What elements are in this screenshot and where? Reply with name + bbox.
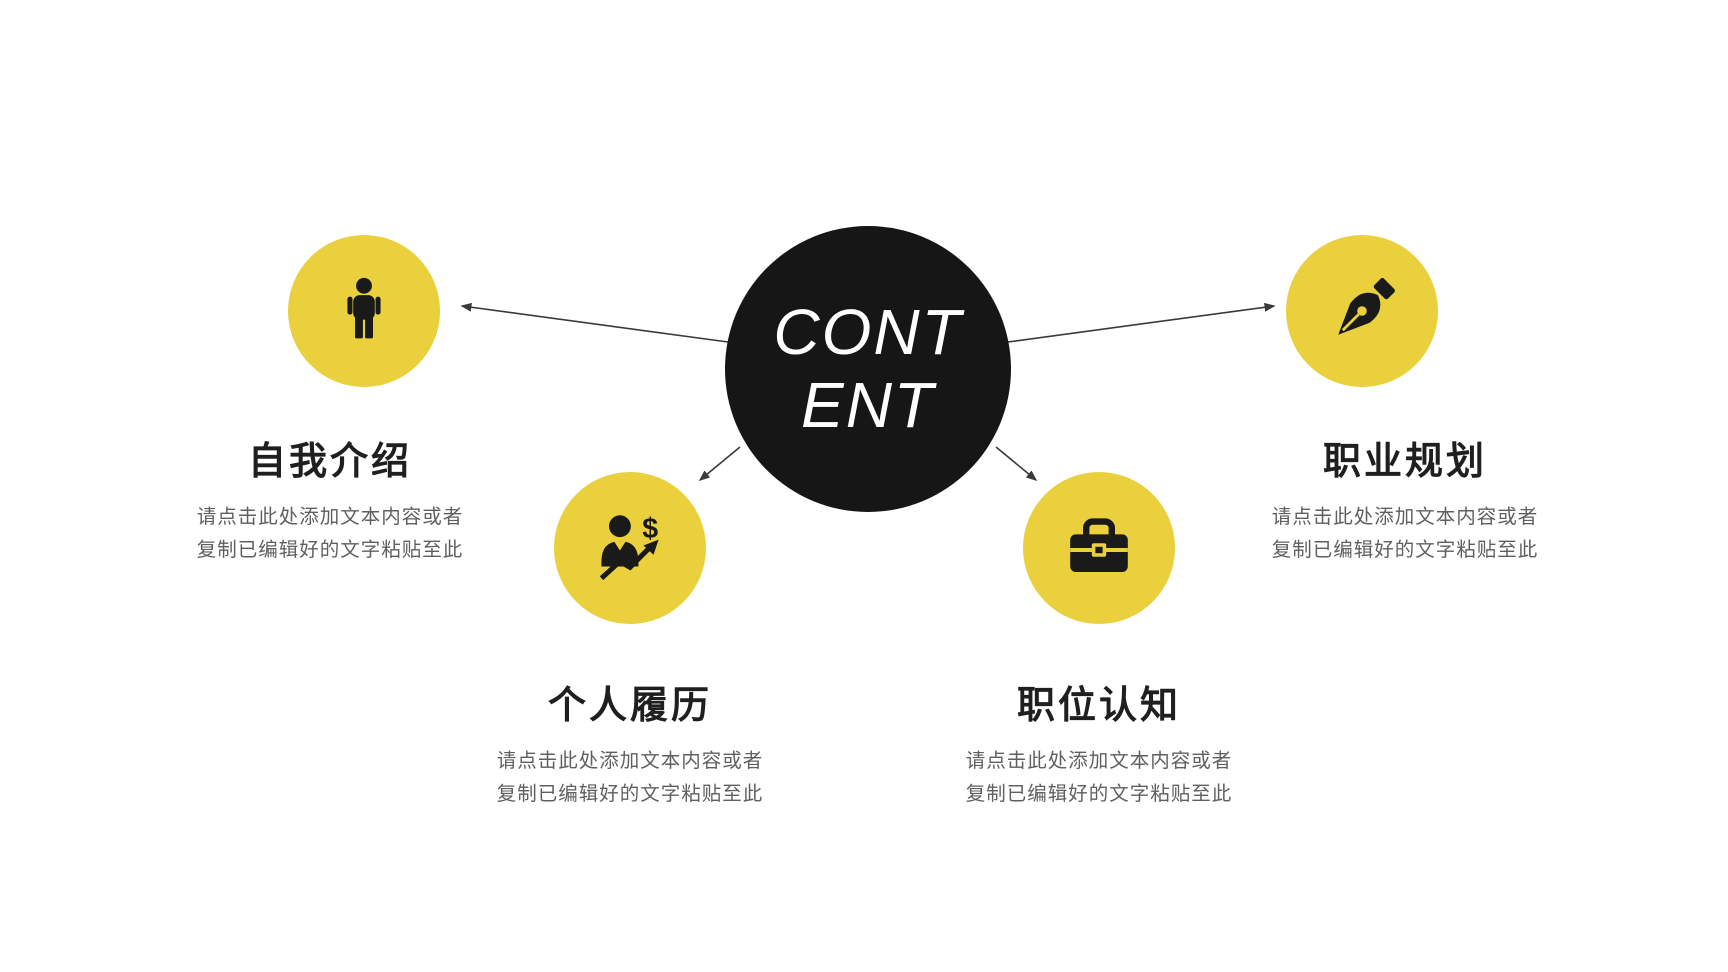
topic-title-career-planning: 职业规划 xyxy=(1322,441,1487,483)
placeholder-line-2: 复制已编辑好的文字粘贴至此 xyxy=(965,783,1233,806)
content-title-line-2: ENT xyxy=(801,369,935,441)
topic-block-job-understanding: 职位认知 请点击此处添加文本内容或者 复制已编辑好的文字粘贴至此 xyxy=(924,674,1274,811)
topic-circle-career-planning xyxy=(1286,235,1438,387)
placeholder-line-1: 请点击此处添加文本内容或者 xyxy=(496,750,764,772)
placeholder-line-1: 请点击此处添加文本内容或者 xyxy=(1271,506,1539,528)
arrow-to-personal-resume xyxy=(698,446,741,481)
topic-block-personal-resume: 个人履历 请点击此处添加文本内容或者 复制已编辑好的文字粘贴至此 xyxy=(455,674,805,811)
svg-text:$: $ xyxy=(642,513,658,545)
placeholder-line-2: 复制已编辑好的文字粘贴至此 xyxy=(1271,539,1539,562)
person-icon xyxy=(347,277,381,339)
topic-block-career-planning: 职业规划 请点击此处添加文本内容或者 复制已编辑好的文字粘贴至此 xyxy=(1230,430,1580,567)
topic-title-job-understanding: 职位认知 xyxy=(1016,685,1181,727)
placeholder-line-1: 请点击此处添加文本内容或者 xyxy=(196,506,464,528)
placeholder-line-1: 请点击此处添加文本内容或者 xyxy=(965,750,1233,772)
topic-placeholder-personal-resume[interactable]: 请点击此处添加文本内容或者 复制已编辑好的文字粘贴至此 xyxy=(455,745,805,811)
content-title-line-1: CONT xyxy=(773,296,963,369)
topic-placeholder-self-introduction[interactable]: 请点击此处添加文本内容或者 复制已编辑好的文字粘贴至此 xyxy=(155,501,505,567)
businessman-growth-icon: $ xyxy=(599,513,659,581)
topic-placeholder-career-planning[interactable]: 请点击此处添加文本内容或者 复制已编辑好的文字粘贴至此 xyxy=(1230,501,1580,567)
toolbox-icon xyxy=(1070,518,1128,572)
arrow-to-self-introduction xyxy=(460,302,729,343)
content-hub-circle: CONT ENT xyxy=(725,226,1011,512)
pen-nib-icon xyxy=(1338,278,1395,335)
placeholder-line-2: 复制已编辑好的文字粘贴至此 xyxy=(196,539,464,562)
topic-title-personal-resume: 个人履历 xyxy=(547,685,712,727)
topic-circle-personal-resume: $ xyxy=(554,472,706,624)
placeholder-line-2: 复制已编辑好的文字粘贴至此 xyxy=(496,783,764,806)
topic-circle-job-understanding xyxy=(1023,472,1175,624)
arrow-to-job-understanding xyxy=(995,446,1038,481)
topic-placeholder-job-understanding[interactable]: 请点击此处添加文本内容或者 复制已编辑好的文字粘贴至此 xyxy=(924,745,1274,811)
topic-title-self-introduction: 自我介绍 xyxy=(247,441,412,483)
topic-circle-self-introduction xyxy=(288,235,440,387)
topic-block-self-introduction: 自我介绍 请点击此处添加文本内容或者 复制已编辑好的文字粘贴至此 xyxy=(155,430,505,567)
arrow-to-career-planning xyxy=(1007,302,1276,343)
